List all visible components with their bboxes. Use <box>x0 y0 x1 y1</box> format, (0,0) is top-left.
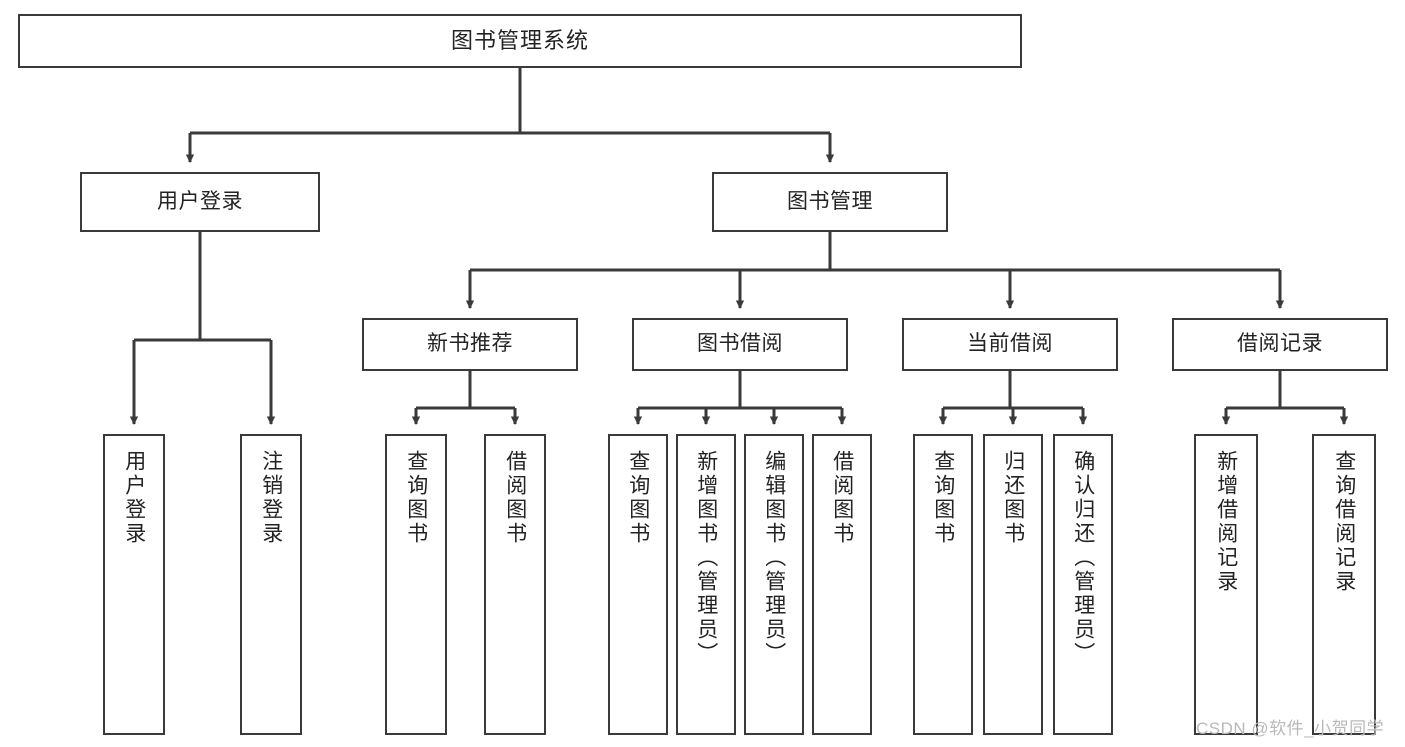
node-root-system[interactable]: 图书管理系统 <box>18 14 1022 68</box>
node-label: 编辑图书（管理员） <box>762 450 786 666</box>
node-label: 查询图书 <box>931 450 955 546</box>
leaf-node-edit-book-admin[interactable]: 编辑图书（管理员） <box>744 434 804 735</box>
node-label: 新增图书（管理员） <box>694 450 718 666</box>
node-book-management[interactable]: 图书管理 <box>712 172 948 232</box>
node-label: 注销登录 <box>259 450 283 546</box>
leaf-node-borrow-book-recommend[interactable]: 借阅图书 <box>484 434 546 735</box>
leaf-node-query-book-current[interactable]: 查询图书 <box>913 434 973 735</box>
leaf-node-add-borrow-record[interactable]: 新增借阅记录 <box>1194 434 1258 735</box>
node-label: 借阅记录 <box>1237 332 1323 356</box>
node-user-login[interactable]: 用户登录 <box>80 172 320 232</box>
node-label: 归还图书 <box>1001 450 1025 546</box>
node-label: 新增借阅记录 <box>1214 450 1238 594</box>
node-label: 借阅图书 <box>830 450 854 546</box>
node-label: 图书管理系统 <box>450 28 589 54</box>
node-label: 用户登录 <box>122 450 146 546</box>
leaf-node-borrow-book[interactable]: 借阅图书 <box>812 434 872 735</box>
leaf-node-query-borrow-record[interactable]: 查询借阅记录 <box>1312 434 1376 735</box>
node-label: 确认归还（管理员） <box>1071 450 1095 666</box>
csdn-watermark: CSDN @软件_小贺同学 <box>1196 719 1385 738</box>
node-new-book-recommendation[interactable]: 新书推荐 <box>362 318 578 371</box>
node-label: 借阅图书 <box>503 450 527 546</box>
node-label: 新书推荐 <box>427 332 513 356</box>
leaf-node-query-book-borrow[interactable]: 查询图书 <box>608 434 668 735</box>
leaf-node-user-login[interactable]: 用户登录 <box>103 434 165 735</box>
node-label: 查询借阅记录 <box>1332 450 1356 594</box>
node-label: 查询图书 <box>626 450 650 546</box>
leaf-node-add-book-admin[interactable]: 新增图书（管理员） <box>676 434 736 735</box>
leaf-node-query-book-recommend[interactable]: 查询图书 <box>385 434 447 735</box>
node-label: 图书管理 <box>787 189 873 213</box>
leaf-node-logout[interactable]: 注销登录 <box>240 434 302 735</box>
node-label: 查询图书 <box>404 450 428 546</box>
node-label: 当前借阅 <box>967 332 1053 356</box>
leaf-node-return-book[interactable]: 归还图书 <box>983 434 1043 735</box>
node-label: 用户登录 <box>157 189 243 213</box>
node-book-borrow[interactable]: 图书借阅 <box>632 318 848 371</box>
node-borrow-record[interactable]: 借阅记录 <box>1172 318 1388 371</box>
node-label: 图书借阅 <box>697 332 783 356</box>
node-current-borrow[interactable]: 当前借阅 <box>902 318 1118 371</box>
leaf-node-confirm-return-admin[interactable]: 确认归还（管理员） <box>1053 434 1113 735</box>
